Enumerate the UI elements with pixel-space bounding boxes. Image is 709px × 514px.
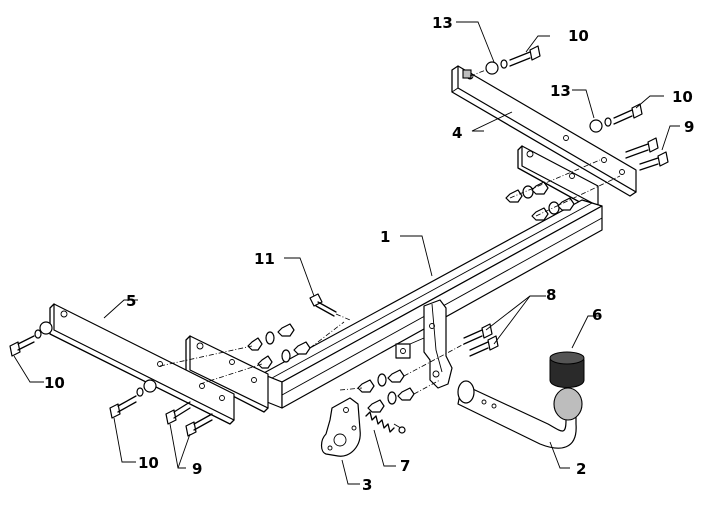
bolts-9-left [165,401,213,437]
label-5: 5 [126,292,136,310]
tow-ball-cap [549,351,585,388]
label-7: 7 [400,457,410,475]
label-10-bottom: 10 [138,454,159,472]
bolts-9-right [625,137,669,171]
bracket-flange-left [185,335,269,413]
nuts-center [339,343,465,413]
bolt-washer-top-2 [589,103,643,133]
label-3: 3 [362,476,372,494]
bracket-plate-right [451,65,637,197]
bolt-11 [309,293,351,321]
label-13-right: 13 [550,82,571,100]
label-1: 1 [380,228,390,246]
ball-mount-bracket [395,299,453,389]
label-2: 2 [576,460,586,478]
nuts-washers-right [505,159,621,221]
label-9-right: 9 [684,118,694,136]
bolt-washer-left-1 [9,321,53,357]
label-6: 6 [592,306,602,324]
label-10-right: 10 [672,88,693,106]
label-13-top: 13 [432,14,453,32]
label-10-top: 10 [568,27,589,45]
bolts-8 [463,323,499,357]
socket-plate [320,397,361,457]
label-10-left: 10 [44,374,65,392]
label-4: 4 [452,124,462,142]
nuts-washers-left [159,321,345,385]
label-11: 11 [254,250,275,268]
bolt-washer-left-2 [109,379,157,419]
label-8: 8 [546,286,556,304]
bolt-washer-top-1 [469,45,541,77]
tow-ball-neck [457,380,583,449]
leader-lines [13,21,680,485]
part-labels: 1 2 3 4 5 6 7 8 9 9 10 10 10 10 11 13 13 [44,14,694,494]
spring [365,411,406,434]
label-9-left: 9 [192,460,202,478]
